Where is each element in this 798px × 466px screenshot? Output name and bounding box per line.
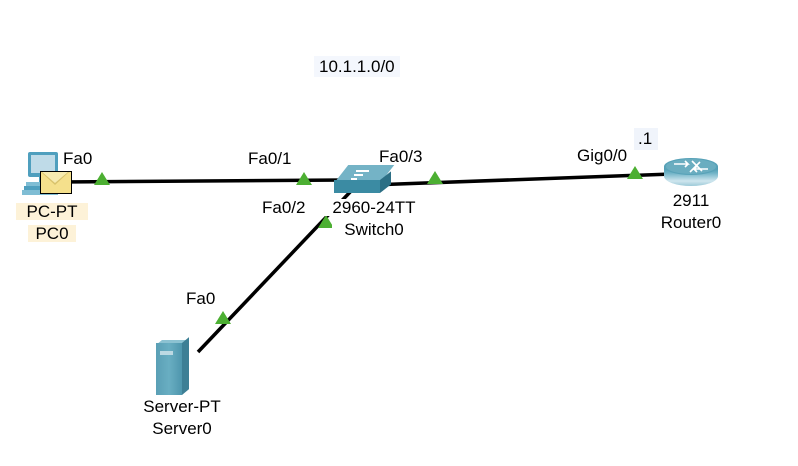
switch-port-line-2 <box>354 174 363 176</box>
device-name-router: Router0 <box>652 214 730 231</box>
link-status-marker-pc <box>94 172 110 185</box>
switch-front-face <box>334 180 380 193</box>
interface-label-pc-fa0: Fa0 <box>62 149 94 168</box>
link-status-marker-router <box>627 166 643 179</box>
device-name-pc: PC0 <box>28 225 76 242</box>
interface-label-switch-fa0-3: Fa0/3 <box>378 147 424 166</box>
pc-screen-icon <box>31 155 55 173</box>
interface-label-switch-fa0-2: Fa0/2 <box>261 198 307 217</box>
network-address-label: 10.1.1.0/0 <box>314 56 400 77</box>
router-top-inner <box>666 159 716 174</box>
server-drive-slot <box>160 351 173 355</box>
switch-port-line-1 <box>356 170 369 172</box>
device-name-switch: Switch0 <box>332 221 416 238</box>
server-side-face <box>182 337 189 395</box>
device-switch-icon[interactable] <box>334 165 395 195</box>
link-status-marker-switch-fa0-1 <box>296 172 312 185</box>
router-arrows-icon <box>674 160 708 173</box>
device-model-router: 2911 <box>659 192 723 209</box>
interface-label-switch-fa0-1: Fa0/1 <box>247 149 293 168</box>
router-ip-label: .1 <box>634 128 659 150</box>
link-status-marker-switch-fa0-3 <box>427 171 443 184</box>
envelope-icon[interactable] <box>40 171 72 194</box>
device-model-pc: PC-PT <box>16 203 88 220</box>
device-model-server: Server-PT <box>128 398 236 415</box>
link-status-marker-server <box>215 311 231 324</box>
link-switch-to-router[interactable] <box>369 172 673 187</box>
link-status-marker-switch-fa0-2 <box>318 215 334 228</box>
device-name-server: Server0 <box>140 420 224 437</box>
interface-label-router-gig0-0: Gig0/0 <box>576 146 629 165</box>
device-server-icon[interactable] <box>156 337 190 395</box>
interface-label-server-fa0: Fa0 <box>185 289 217 308</box>
switch-port-line-3 <box>351 178 357 180</box>
device-router-icon[interactable] <box>664 158 718 192</box>
device-model-switch: 2960-24TT <box>324 199 424 216</box>
